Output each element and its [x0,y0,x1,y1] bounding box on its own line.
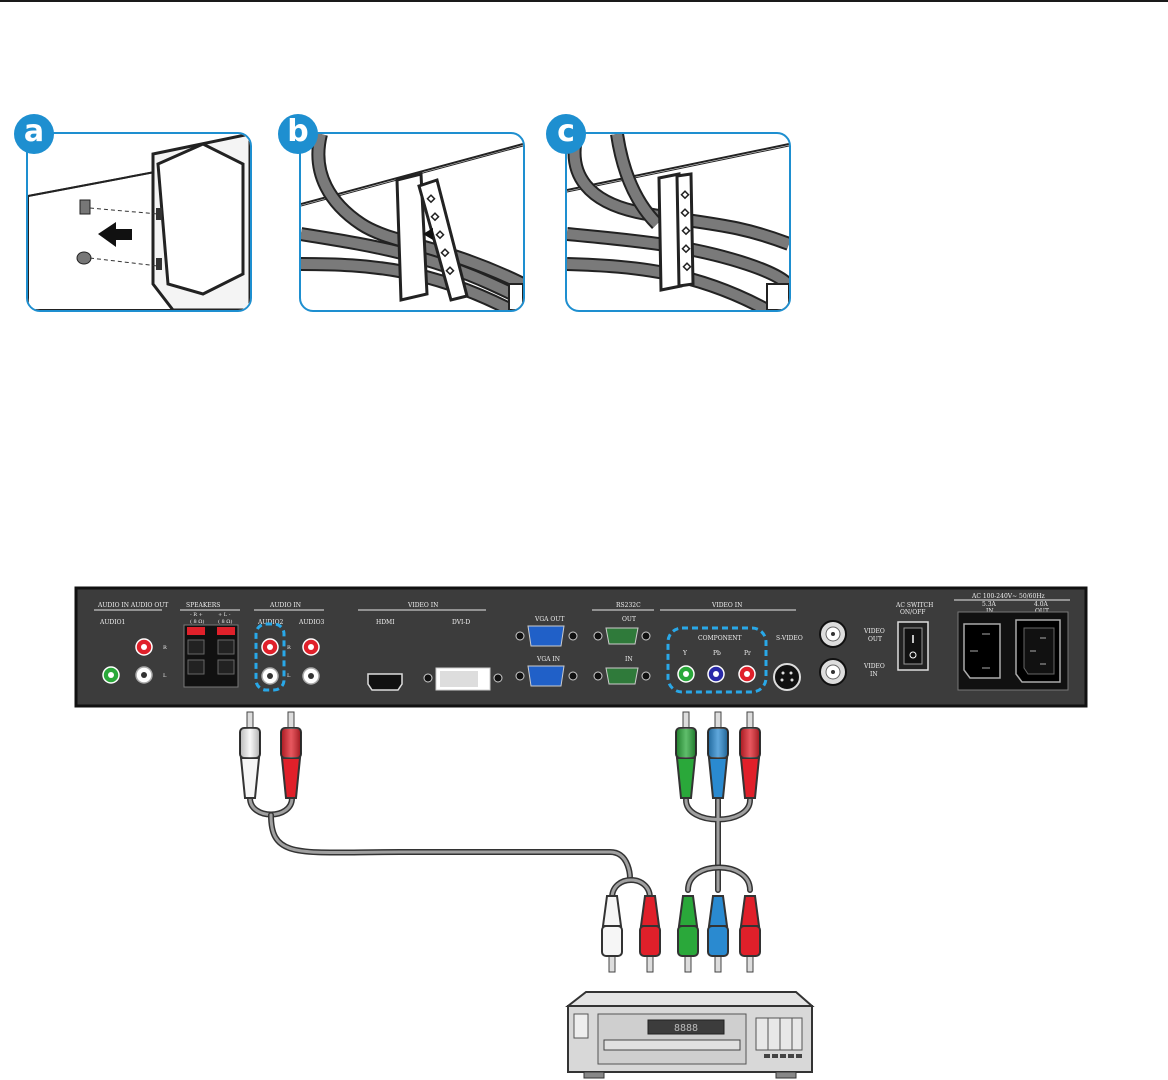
audio-in-out-label: AUDIO IN AUDIO OUT [97,602,168,609]
vga-out-label: VGA OUT [534,616,564,623]
audio1-label: AUDIO1 [99,619,125,626]
dvid-label: DVI-D [452,619,470,626]
video-in-label-2: VIDEO IN [711,602,742,609]
dvi-port [424,668,502,690]
dvd-display: 8888 [674,1023,698,1034]
ohm-r-label: ( 8 Ω) [190,618,204,625]
rca-plugs-bottom [602,896,760,972]
video-in-v-label-1: VIDEO [863,663,885,670]
speakers-l-label: + L - [218,612,231,618]
rs232c-label: RS232C [616,602,641,609]
ac-switch-label-2: ON/OFF [900,609,925,616]
video-in-label-1: VIDEO IN [407,602,438,609]
audio3-label: AUDIO3 [298,619,324,626]
vga-in-label: VGA IN [536,656,560,663]
pr-label: Pr [744,650,751,657]
ac-rating-label: AC 100-240V~ 50/60Hz [971,593,1045,600]
ac-in-amp-label: 5.3A [982,601,997,608]
rs232c-out-label: OUT [622,616,636,623]
component-label: COMPONENT [698,635,742,642]
hdmi-port [368,674,402,690]
rca-plugs-top [240,712,760,798]
speakers-r-label: - R + [190,612,203,618]
rs232c-in-label: IN [625,656,633,663]
cables [250,798,750,898]
speaker-terminals [184,625,238,687]
video-out-label-1: VIDEO [863,628,885,635]
component-jacks [678,666,755,682]
svideo-label: S-VIDEO [776,635,803,642]
pb-label: Pb [713,650,721,657]
hdmi-label: HDMI [376,619,395,626]
video-out-label-2: OUT [868,636,882,643]
ac-out-amp-label: 4.0A [1034,601,1049,608]
speakers-label: SPEAKERS [186,602,220,609]
ohm-l-label: ( 8 Ω) [218,618,232,625]
ac-switch [898,622,928,670]
video-in-v-label-2: IN [870,671,878,678]
svideo-port [774,664,800,690]
r-label-2: R [287,645,291,651]
ac-switch-label-1: AC SWITCH [895,602,933,609]
audio-in-label: AUDIO IN [269,602,301,609]
r-label-1: R [163,645,167,651]
dvd-player [568,992,812,1078]
ac-sockets [958,612,1068,690]
